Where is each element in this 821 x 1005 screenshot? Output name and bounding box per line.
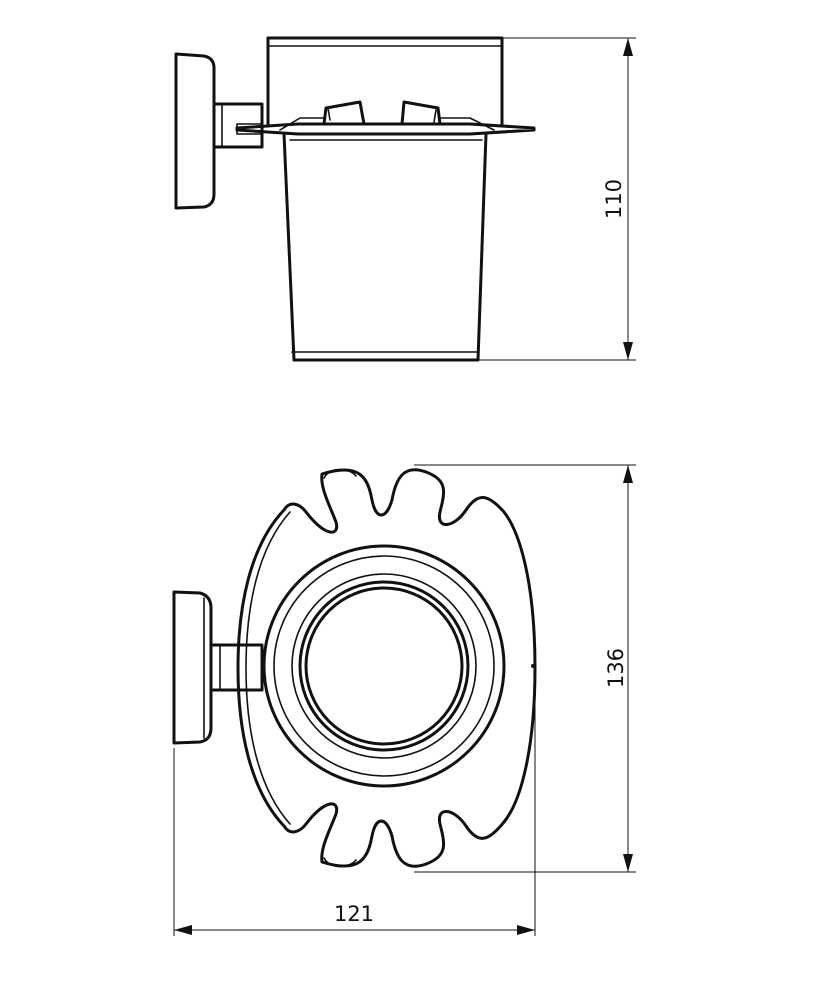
top-wall-rosette bbox=[172, 590, 213, 745]
side-cup-body bbox=[282, 132, 488, 362]
top-outer-ring bbox=[262, 544, 506, 788]
side-prong-left bbox=[322, 100, 366, 126]
side-view bbox=[174, 36, 536, 362]
top-ring-2 bbox=[273, 555, 495, 777]
depth-dimension-label: 136 bbox=[604, 648, 628, 688]
top-holder-plate bbox=[236, 468, 537, 868]
height-dimension: 110 bbox=[478, 37, 636, 361]
top-arm bbox=[209, 643, 264, 692]
top-cup-opening bbox=[304, 586, 464, 746]
top-view bbox=[172, 468, 537, 868]
top-ring-3 bbox=[291, 573, 477, 759]
depth-dimension: 136 bbox=[414, 464, 636, 873]
width-dimension-label: 121 bbox=[334, 902, 374, 926]
width-dimension: 121 bbox=[173, 668, 536, 936]
height-dimension-label: 110 bbox=[602, 179, 626, 219]
side-cup-top bbox=[266, 36, 504, 126]
side-prong-right bbox=[400, 100, 442, 126]
side-wall-rosette bbox=[174, 52, 216, 210]
top-ring-4 bbox=[298, 580, 470, 752]
side-holder-plate bbox=[235, 122, 536, 136]
